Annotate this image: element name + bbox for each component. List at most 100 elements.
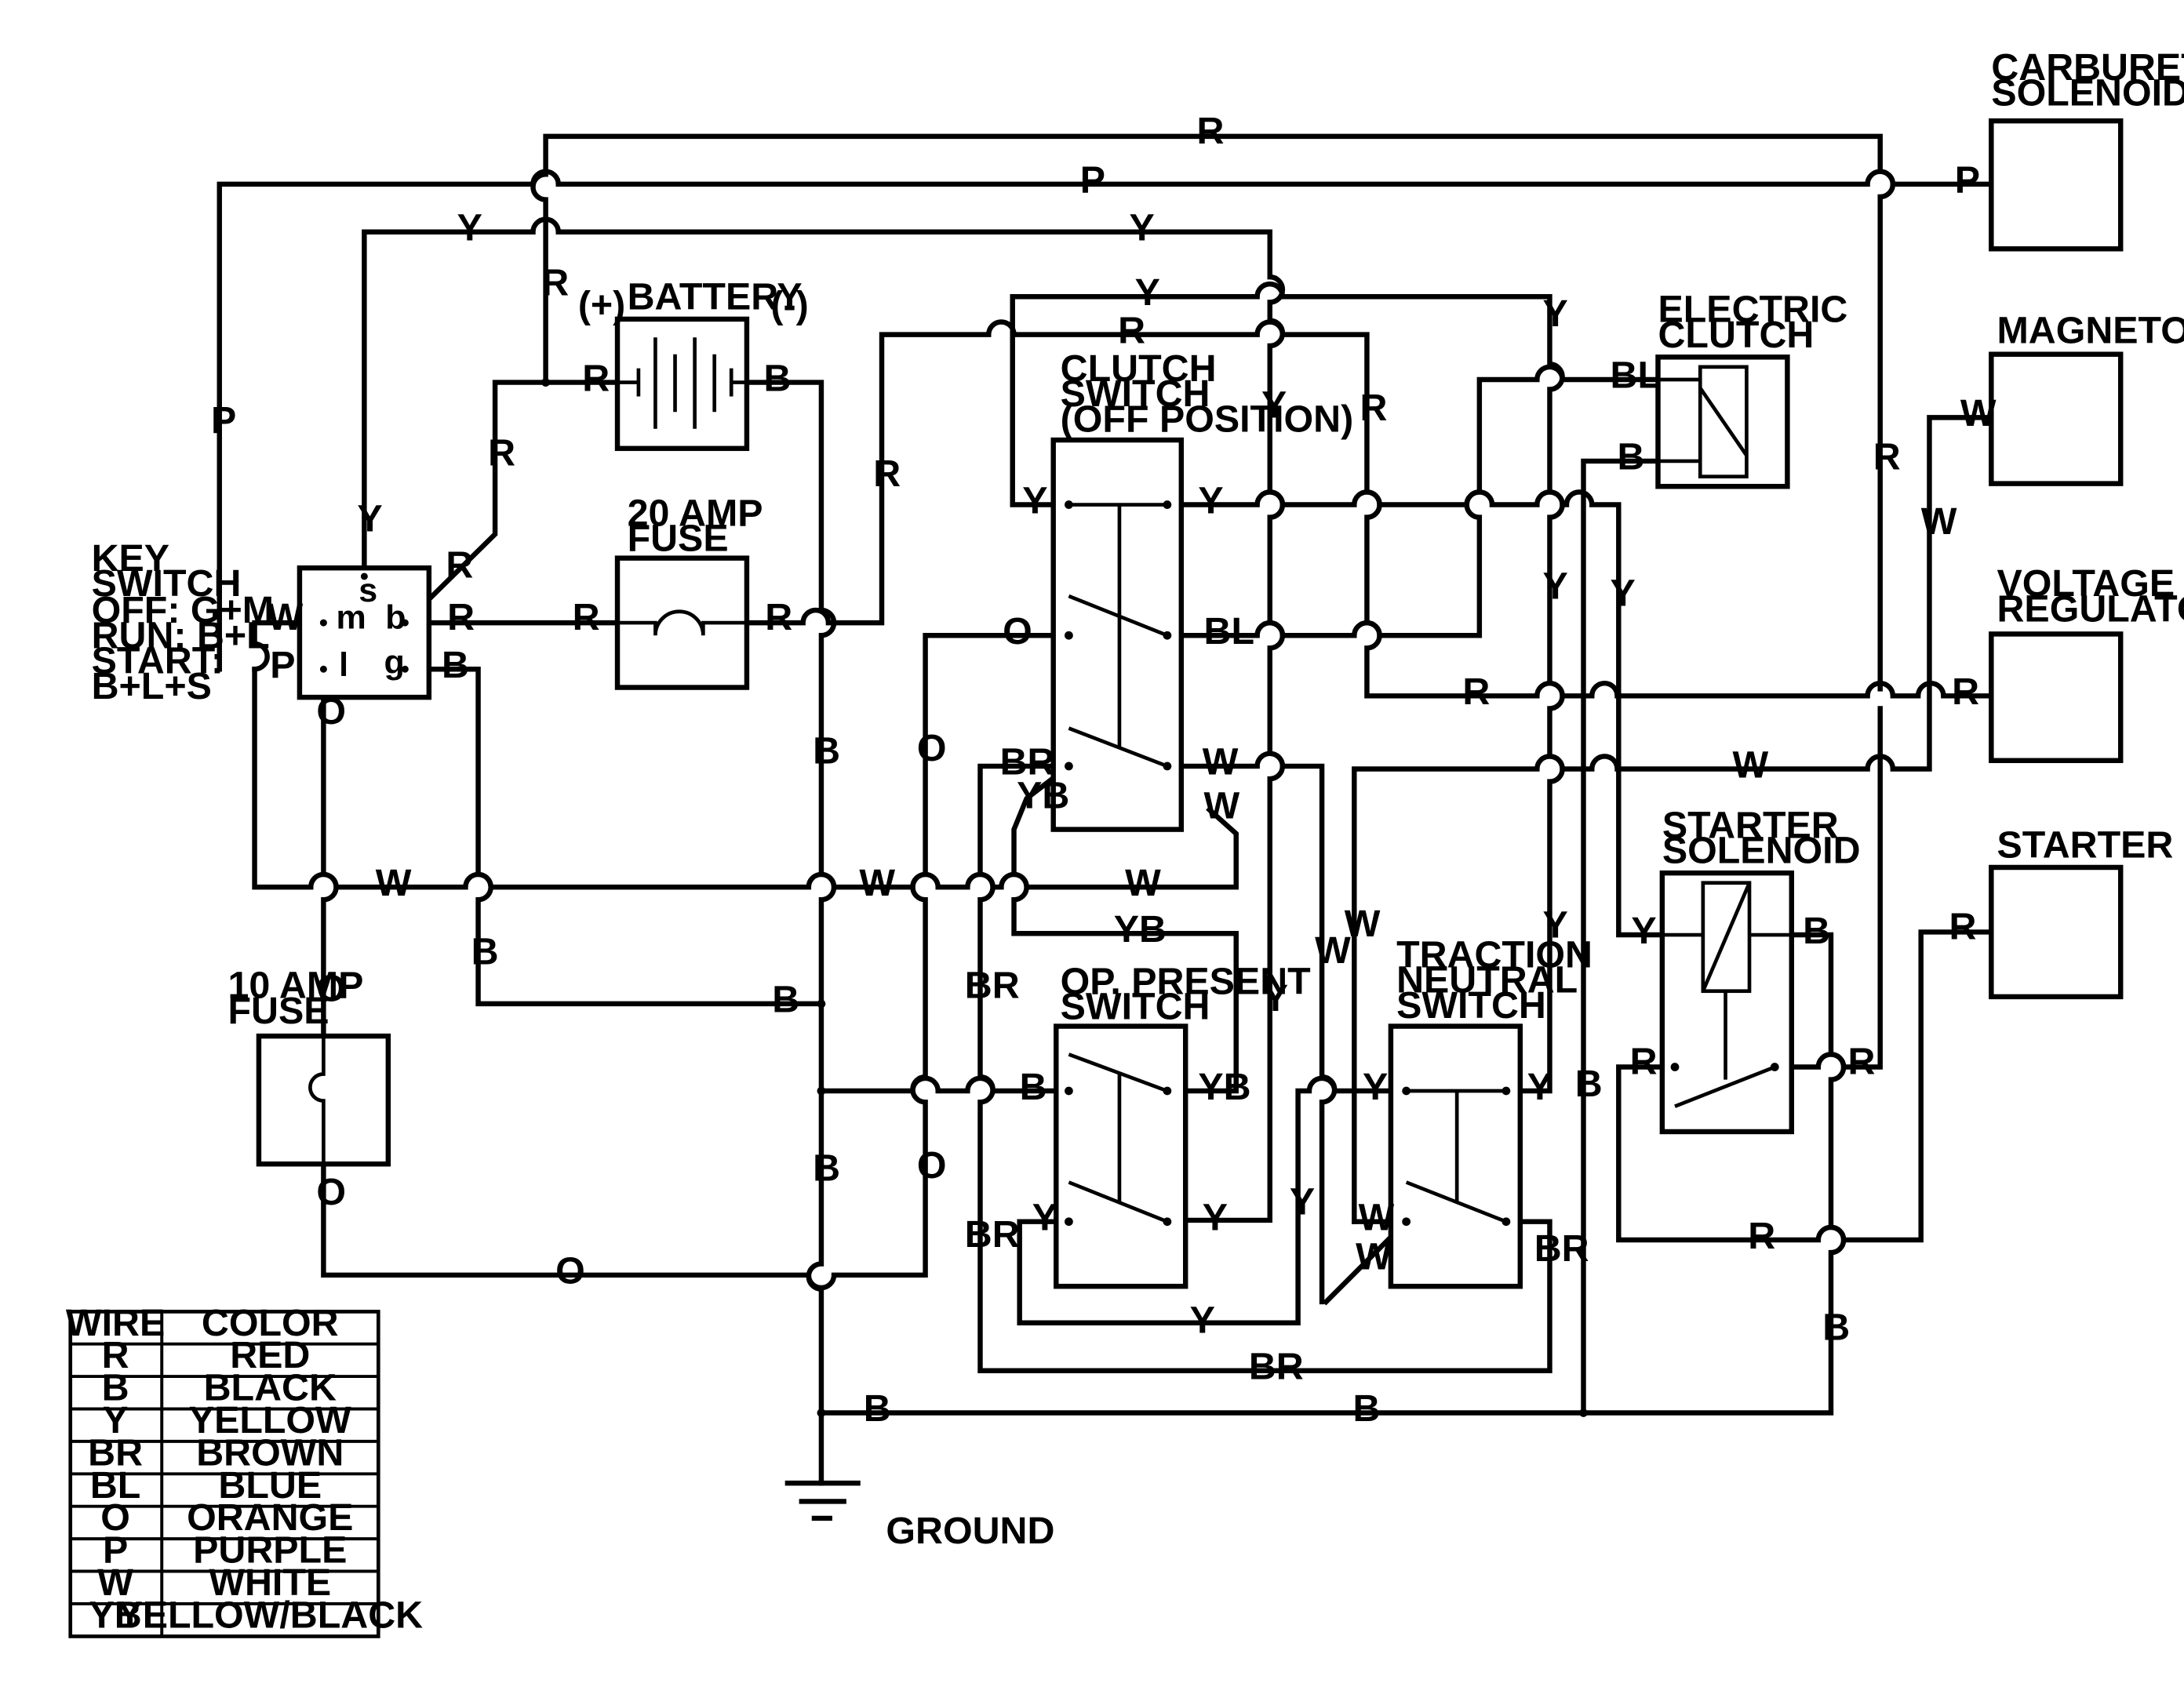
wire-label: BR (1000, 741, 1055, 783)
wire-label: W (1732, 743, 1768, 786)
wire-w-magneto (1352, 415, 1994, 1224)
carb-label-2: SOLENOID (1991, 71, 2184, 114)
wire-label: BL (1611, 354, 1661, 397)
fuse20-label-2: FUSE (628, 518, 729, 560)
wire-label: O (917, 727, 947, 769)
starter-solenoid (1659, 870, 1795, 1135)
wire-label: Y (1263, 977, 1288, 1020)
wire-label: Y (1022, 479, 1047, 522)
key-switch-label-4: RUN: B+L (92, 614, 270, 656)
wire-label: BR (965, 1213, 1020, 1256)
legend-wire-code: B (102, 1367, 129, 1409)
pin-l: l (339, 646, 348, 684)
wire-label: O (555, 1250, 585, 1292)
legend-wire-color: BLUE (218, 1464, 322, 1507)
wire-label: O (316, 1171, 346, 1213)
wire-label: B (1575, 1063, 1603, 1105)
key-switch-label-1: KEY (92, 537, 169, 580)
wire-label: Y (457, 207, 482, 249)
wire-label: YB (1114, 908, 1167, 951)
fuse-20-amp (614, 555, 750, 690)
wire-label: W (1315, 929, 1351, 972)
wire-label: R (765, 596, 792, 638)
starter (1989, 864, 2124, 1000)
legend-header-wire: WIRE (66, 1302, 165, 1344)
wire-bl (1164, 364, 1661, 638)
wire-label: R (873, 453, 901, 495)
wire-w-clutch (1164, 751, 1338, 1305)
wire-label: BR (1249, 1345, 1304, 1387)
ground-symbol (784, 1480, 861, 1521)
cs-label-2: SWITCH (1061, 373, 1210, 415)
wire-label: P (1955, 159, 1980, 202)
wire-label: W (1921, 500, 1957, 543)
wire-label: BL (1204, 610, 1254, 653)
cs-label-3: (OFF POSITION) (1061, 398, 1354, 440)
legend-wire-code: R (102, 1334, 129, 1376)
legend-wire-color: WHITE (209, 1561, 331, 1604)
fuse-10-amp (256, 1033, 391, 1167)
tn-label-3: SWITCH (1396, 984, 1546, 1027)
magneto-label: MAGNETO (1997, 309, 2184, 351)
wire-label: Y (1543, 904, 1568, 947)
wire-label: B (1803, 910, 1830, 952)
wire-label: Y (1203, 1196, 1228, 1238)
wire-label: W (1356, 1236, 1392, 1278)
fuse10-label-1: 10 AMP (228, 965, 363, 1007)
wire-label: Y (1135, 271, 1160, 314)
wire-label: W (1345, 903, 1381, 945)
legend-wire-color: RED (230, 1334, 310, 1376)
wire-label: W (1960, 392, 1997, 434)
wire-y-op (1017, 1075, 1357, 1325)
vr-label-2: REGULATOR (1997, 587, 2184, 630)
wire-label: Y (1611, 573, 1636, 615)
wire-label: R (541, 261, 569, 304)
legend-wire-code: BR (88, 1431, 143, 1474)
legend-wire-color: YELLOW/BLACK (117, 1594, 423, 1636)
wire-label: BR (965, 965, 1020, 1007)
wire-label: P (211, 399, 236, 442)
wire-label: YB (1017, 775, 1069, 817)
legend-wire-color: PURPLE (193, 1529, 347, 1572)
operator-present-switch (1054, 1023, 1188, 1289)
legend-wire-code: BL (90, 1464, 140, 1507)
wire-label: B (772, 979, 799, 1021)
pin-s: s (359, 572, 377, 609)
legend-wire-color: YELLOW (189, 1399, 351, 1441)
component-labels: CARBURETOR SOLENOID MAGNETO VOLTAGE REGU… (92, 46, 2184, 1552)
wire-label: O (917, 1144, 947, 1187)
pin-m: m (337, 598, 366, 636)
battery-positive: (+) (578, 284, 625, 326)
wire-label: W (376, 862, 412, 904)
wire-b-eclutch (1581, 458, 1661, 1416)
key-switch-label-6: B+L+S (92, 665, 212, 707)
legend-wire-color: BROWN (196, 1431, 344, 1474)
wire-label: O (316, 967, 346, 1009)
wire-b-solenoid (818, 932, 1847, 1416)
clutch-switch (1050, 437, 1185, 832)
cs-label-1: CLUTCH (1061, 347, 1217, 390)
wire-label: R (1949, 905, 1977, 947)
wire-label: W (859, 862, 895, 904)
starter-label: STARTER (1997, 823, 2173, 866)
wire-label: Y (1261, 384, 1287, 426)
wire-label: R (573, 596, 600, 638)
ss-label-1: STARTER (1662, 804, 1839, 846)
wire-label: B (471, 931, 499, 973)
wire-label: P (270, 644, 295, 686)
legend-wire-code: P (103, 1529, 128, 1572)
legend-header-color: COLOR (202, 1302, 339, 1344)
ec-label-2: CLUTCH (1658, 314, 1814, 356)
wire-label: B (864, 1387, 891, 1430)
wire-label: W (268, 596, 304, 638)
carb-label-1: CARBURETOR (1991, 46, 2184, 89)
op-label-1: OP. PRESENT (1061, 960, 1311, 1002)
wire-label: Y (1290, 1181, 1315, 1223)
key-switch-label-5: START: (92, 640, 224, 682)
wire-o-key (321, 667, 339, 1039)
wire-label: Y (1032, 1196, 1057, 1238)
junction-dots (541, 378, 1588, 1417)
wire-label: W (1203, 741, 1239, 783)
wire-label: B (763, 357, 791, 399)
